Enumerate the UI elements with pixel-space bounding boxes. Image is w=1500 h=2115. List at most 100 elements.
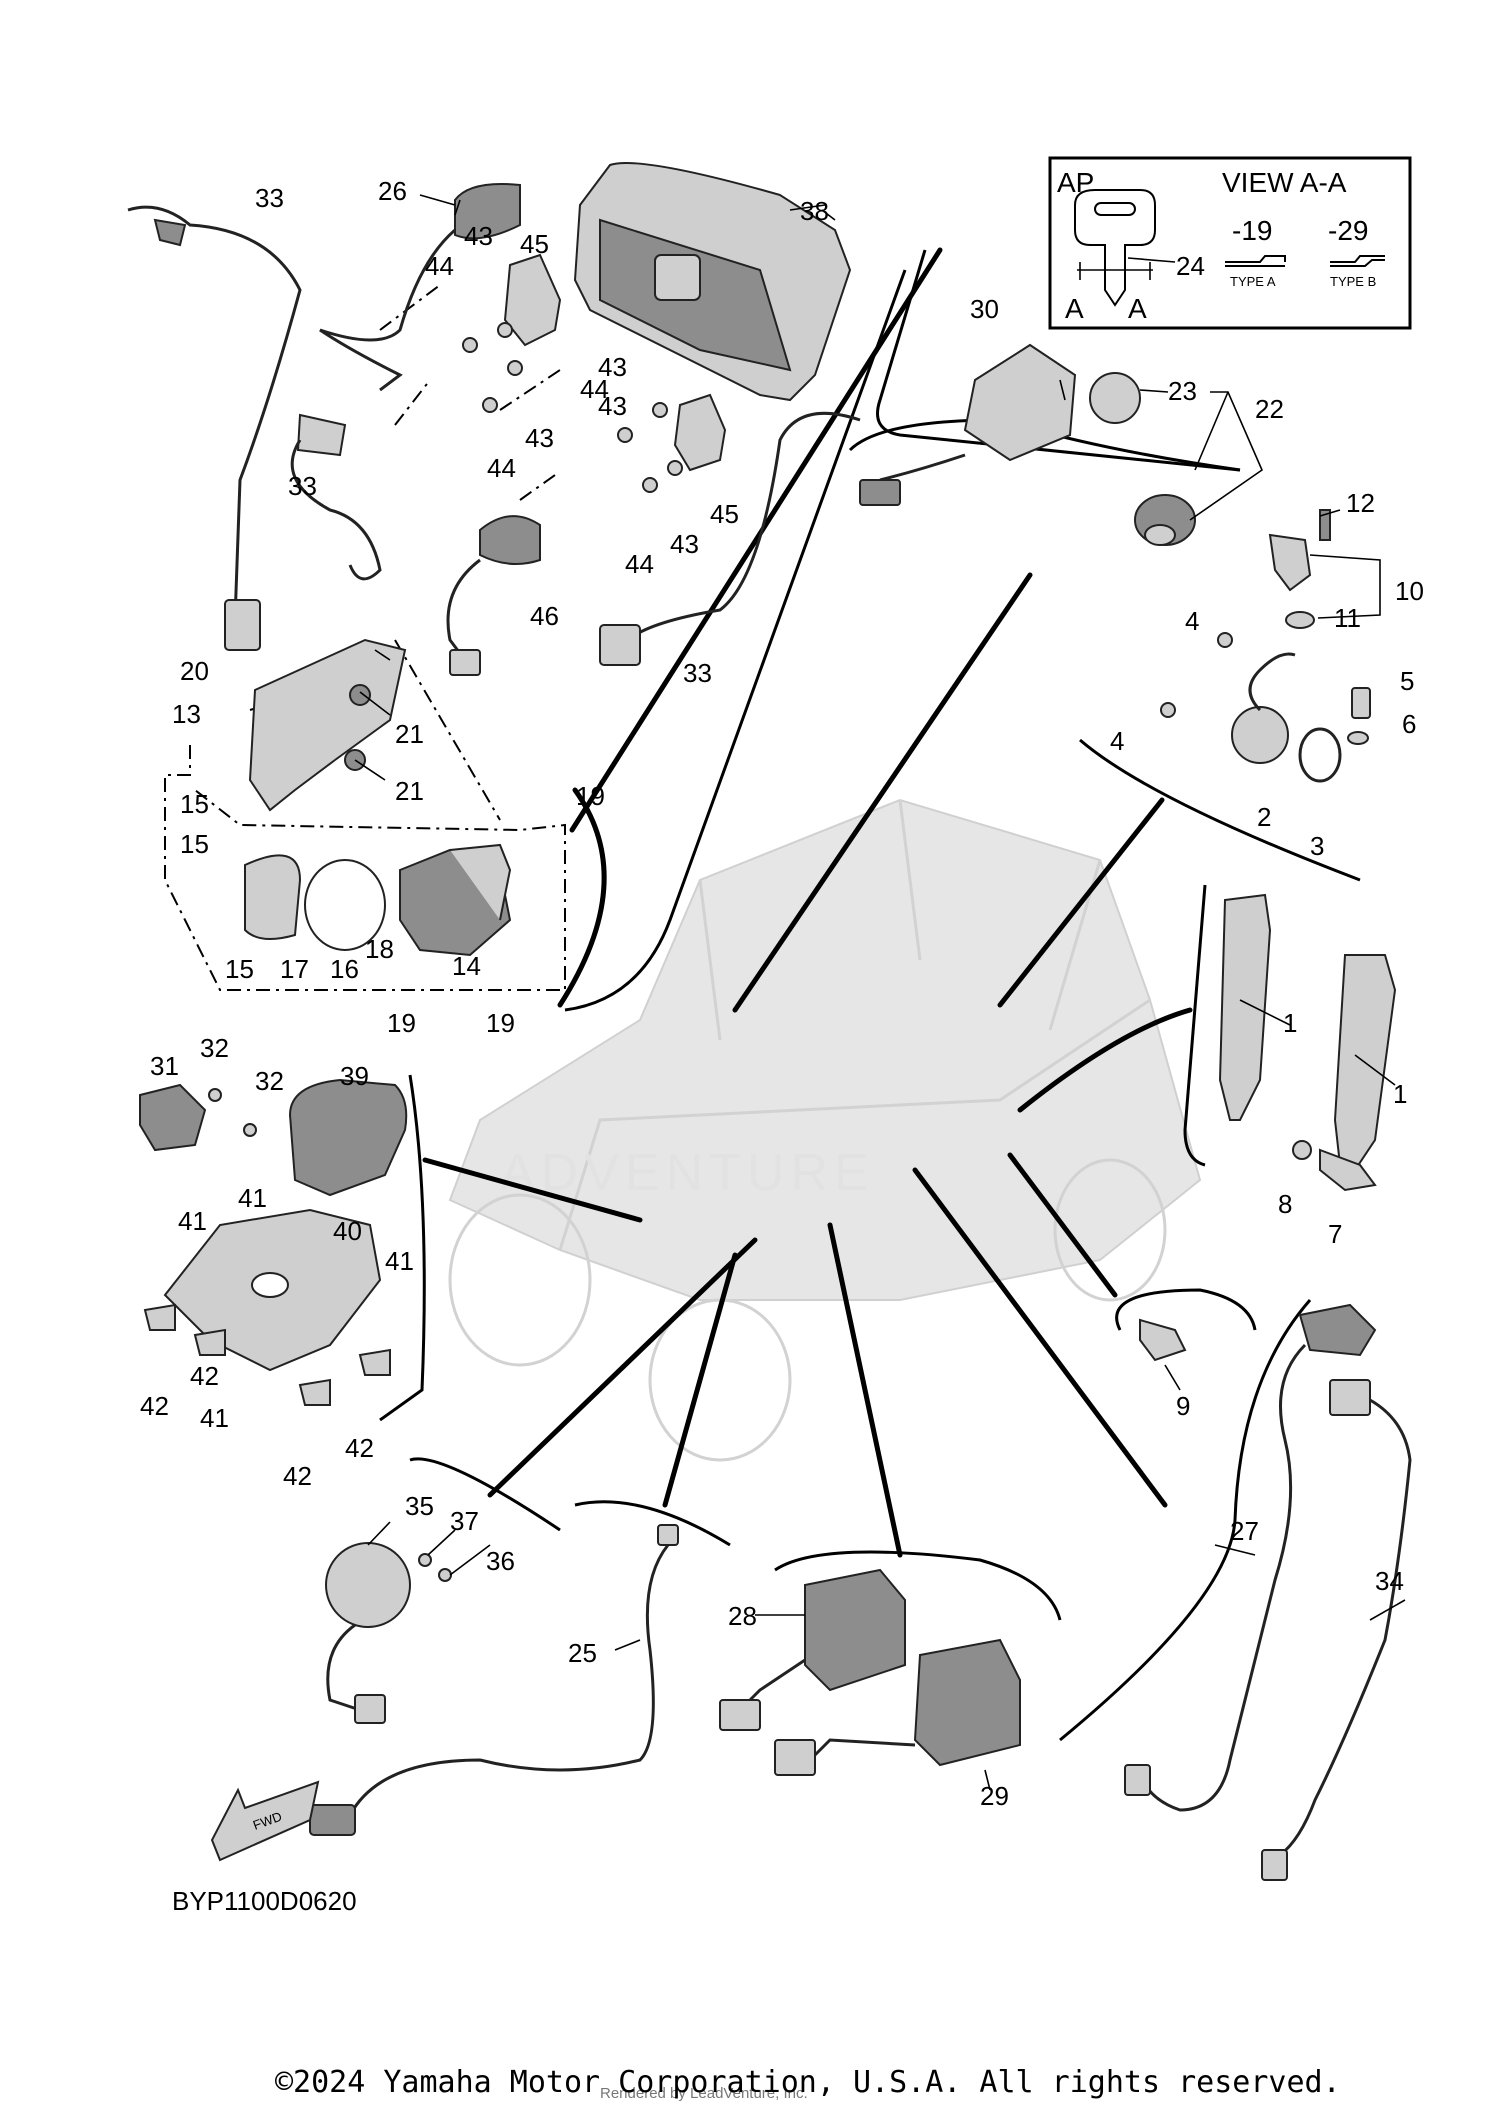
callout-18: 18 — [365, 934, 394, 964]
sensor-2 — [1160, 632, 1342, 783]
callout-42: 42 — [345, 1433, 374, 1463]
sensor-5 — [1347, 687, 1371, 745]
bracket-40 — [143, 1208, 391, 1406]
callout-28: 28 — [728, 1601, 757, 1631]
callout-43: 43 — [598, 391, 627, 421]
wire-harness-33-left — [127, 205, 302, 651]
inset-view-a-a: AP VIEW A-A -19 -29 A A TYPE A TYPE B — [1048, 156, 1412, 330]
callout-36: 36 — [486, 1546, 515, 1576]
callout-42: 42 — [140, 1391, 169, 1421]
callout-21: 21 — [395, 719, 424, 749]
relay-29 — [774, 1638, 1021, 1776]
callout-13: 13 — [172, 699, 201, 729]
wire-harness-26 — [319, 183, 521, 392]
callout-22: 22 — [1255, 394, 1284, 424]
callout-4: 4 — [1185, 606, 1199, 636]
callout-32: 32 — [200, 1033, 229, 1063]
main-switch-30 — [859, 343, 1077, 506]
meter-cluster — [573, 162, 852, 402]
callout-43: 43 — [670, 529, 699, 559]
callout-38: 38 — [800, 196, 829, 226]
callout-29: 29 — [980, 1781, 1009, 1811]
callout-41: 41 — [178, 1206, 207, 1236]
fasteners-43-44 — [462, 322, 683, 493]
callout-41: 41 — [200, 1403, 229, 1433]
callout-42: 42 — [283, 1461, 312, 1491]
callout-33: 33 — [255, 183, 284, 213]
callout-11: 11 — [1334, 603, 1361, 633]
callout-43: 43 — [598, 352, 627, 382]
inset-section-a-left: A — [1065, 293, 1084, 324]
callout-3: 3 — [1310, 831, 1324, 861]
ecu-39 — [288, 1078, 408, 1197]
callout-16: 16 — [330, 954, 359, 984]
sensor-7 — [1292, 1140, 1377, 1192]
callout-1: 1 — [1393, 1079, 1407, 1109]
callout-42: 42 — [190, 1361, 219, 1391]
callout-33: 33 — [683, 658, 712, 688]
leader-lines — [354, 194, 1406, 1791]
callout-30: 30 — [970, 294, 999, 324]
callout-44: 44 — [487, 453, 516, 483]
callout-39: 39 — [340, 1061, 369, 1091]
callout-32: 32 — [255, 1066, 284, 1096]
callout-41: 41 — [238, 1183, 267, 1213]
callout-19: 19 — [576, 781, 605, 811]
inset-view-label: VIEW A-A — [1222, 167, 1347, 198]
diagram-code: BYP1100D0620 — [172, 1886, 357, 1916]
sensor-46 — [446, 515, 541, 676]
callout-17: 17 — [280, 954, 309, 984]
callout-15: 15 — [225, 954, 254, 984]
callout-5: 5 — [1400, 666, 1414, 696]
inset-section-a-right: A — [1128, 293, 1147, 324]
callout-12: 12 — [1346, 488, 1375, 518]
callout-27: 27 — [1230, 1516, 1259, 1546]
callout-45: 45 — [520, 229, 549, 259]
dash-lines — [249, 284, 561, 821]
watermark-text: ADVENTURE — [500, 1144, 875, 1202]
callout-43: 43 — [464, 221, 493, 251]
sensor-34 — [1261, 1379, 1412, 1881]
callout-20: 20 — [180, 656, 209, 686]
callout-15: 15 — [180, 789, 209, 819]
callout-45: 45 — [710, 499, 739, 529]
callout-46: 46 — [530, 601, 559, 631]
type-b-profile — [1330, 255, 1385, 267]
callout-8: 8 — [1278, 1189, 1292, 1219]
mount-bracket-45-left — [503, 253, 562, 347]
callout-numbers: 1 1 2 3 4 4 5 6 7 8 9 10 11 12 13 14 15 … — [140, 176, 1424, 1811]
callout-25: 25 — [568, 1638, 597, 1668]
callout-41: 41 — [385, 1246, 414, 1276]
callout-1: 1 — [1283, 1008, 1297, 1038]
vehicle-background: ADVENTURE — [448, 798, 1202, 1462]
callout-10: 10 — [1395, 576, 1424, 606]
key-23 — [1089, 372, 1141, 424]
group-13-outline — [164, 745, 566, 991]
type-a-profile — [1225, 255, 1286, 267]
callout-44: 44 — [425, 251, 454, 281]
callout-19: 19 — [387, 1008, 416, 1038]
callout-21: 21 — [395, 776, 424, 806]
wire-harness-33-right — [599, 411, 861, 666]
bracket-20 — [248, 638, 407, 812]
inset-variant-1: -19 — [1232, 215, 1272, 246]
callout-6: 6 — [1402, 709, 1416, 739]
callout-43: 43 — [525, 423, 554, 453]
key-shape-icon — [1074, 189, 1156, 307]
sensor-9 — [1139, 1318, 1187, 1362]
callout-24: 24 — [1176, 251, 1205, 281]
inset-variant-2: -29 — [1328, 215, 1368, 246]
relay-28 — [719, 1568, 906, 1731]
throttle-body-13 — [244, 843, 512, 957]
callout-9: 9 — [1176, 1391, 1190, 1421]
callout-23: 23 — [1168, 376, 1197, 406]
callout-34: 34 — [1375, 1566, 1404, 1596]
callout-2: 2 — [1257, 802, 1271, 832]
sensor-25 — [309, 1524, 679, 1836]
callout-7: 7 — [1328, 1219, 1342, 1249]
ignition-coil-1a — [1218, 893, 1272, 1121]
lock-cylinder-22 — [1134, 494, 1196, 546]
callout-44: 44 — [625, 549, 654, 579]
callout-31: 31 — [150, 1051, 179, 1081]
